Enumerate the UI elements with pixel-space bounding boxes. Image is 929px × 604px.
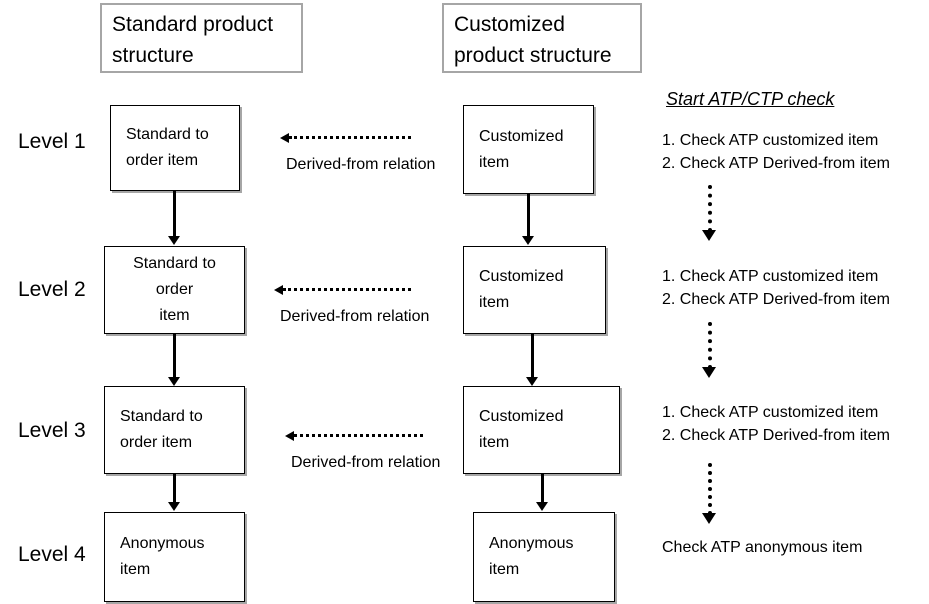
- customized-connector-arrowhead-3-4: [536, 502, 548, 511]
- atp-flow-line-3: [708, 463, 712, 515]
- standard-box-level-4: Anonymous item: [104, 512, 245, 602]
- customized-box-level-4: Anonymous item: [473, 512, 615, 602]
- standard-connector-line-3-4: [173, 474, 176, 503]
- customized-box-level-2: Customized item: [463, 246, 606, 334]
- atp-flow-line-2: [708, 322, 712, 369]
- derived-from-label-1: Derived-from relation: [286, 156, 436, 173]
- level-label-3: Level 3: [18, 419, 86, 442]
- atp-flow-arrowhead-2: [702, 367, 716, 378]
- derived-from-arrowhead-2: [274, 285, 283, 295]
- standard-connector-arrowhead-3-4: [168, 502, 180, 511]
- level-label-4: Level 4: [18, 543, 86, 566]
- standard-connector-arrowhead-1-2: [168, 236, 180, 245]
- standard-box-level-2: Standard to order item: [104, 246, 245, 334]
- atp-flow-line-1: [708, 185, 712, 232]
- atp-final-check: Check ATP anonymous item: [662, 539, 863, 556]
- derived-from-label-3: Derived-from relation: [291, 454, 441, 471]
- standard-box-level-3: Standard to order item: [104, 386, 245, 474]
- customized-connector-line-2-3: [531, 334, 534, 378]
- atp-check-title: Start ATP/CTP check: [666, 89, 835, 109]
- atp-steps-level-3: 1. Check ATP customized item 2. Check AT…: [662, 404, 890, 444]
- level-label-1: Level 1: [18, 130, 86, 153]
- customized-connector-line-3-4: [541, 474, 544, 503]
- atp-flow-arrowhead-3: [702, 513, 716, 524]
- customized-connector-line-1-2: [527, 194, 530, 237]
- customized-box-level-1: Customized item: [463, 105, 594, 194]
- atp-steps-level-2: 1. Check ATP customized item 2. Check AT…: [662, 268, 890, 308]
- standard-box-level-1: Standard to order item: [110, 105, 240, 191]
- derived-from-line-2: [283, 288, 411, 291]
- customized-box-level-3: Customized item: [463, 386, 620, 474]
- derived-from-line-1: [289, 136, 411, 139]
- derived-from-arrowhead-3: [285, 431, 294, 441]
- customized-connector-arrowhead-1-2: [522, 236, 534, 245]
- atp-steps-level-1: 1. Check ATP customized item 2. Check AT…: [662, 132, 890, 172]
- derived-from-label-2: Derived-from relation: [280, 308, 430, 325]
- derived-from-arrowhead-1: [280, 133, 289, 143]
- header-box-customized-product-structure: Customized product structure: [442, 3, 642, 73]
- header-box-standard-product-structure: Standard product structure: [100, 3, 303, 73]
- standard-connector-line-2-3: [173, 334, 176, 378]
- standard-connector-arrowhead-2-3: [168, 377, 180, 386]
- atp-flow-arrowhead-1: [702, 230, 716, 241]
- customized-connector-arrowhead-2-3: [526, 377, 538, 386]
- level-label-2: Level 2: [18, 278, 86, 301]
- standard-connector-line-1-2: [173, 191, 176, 237]
- derived-from-line-3: [294, 434, 423, 437]
